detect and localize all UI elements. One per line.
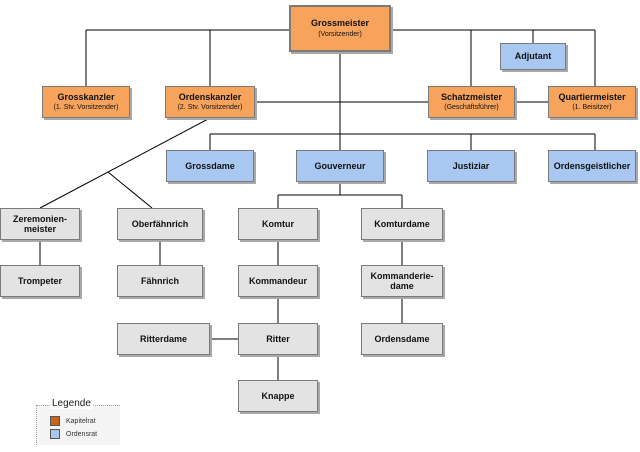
legend-swatch-blue — [50, 429, 60, 439]
node-title: Kommanderie- dame — [370, 270, 434, 291]
node-faehnrich: Fähnrich — [117, 265, 203, 297]
node-gouverneur: Gouverneur — [296, 150, 384, 182]
connector-diagonal — [39, 117, 211, 209]
node-title: Ordensdame — [374, 333, 430, 344]
node-title: Schatzmeister — [440, 91, 503, 102]
node-adjutant: Adjutant — [500, 43, 566, 70]
node-title: Adjutant — [514, 51, 552, 62]
node-title: Gouverneur — [314, 160, 366, 171]
legend-title: Legende — [50, 398, 93, 409]
node-title: Grossmeister — [310, 18, 370, 29]
node-oberfaehnrich: Oberfähnrich — [117, 208, 203, 240]
node-kommanderiedame: Kommanderie- dame — [361, 265, 443, 297]
node-grosskanzler: Grosskanzler (1. Stv. Vorsitzender) — [42, 86, 130, 118]
node-komtur: Komtur — [238, 208, 318, 240]
node-ordensdame: Ordensdame — [361, 323, 443, 355]
node-knappe: Knappe — [238, 380, 318, 412]
node-title: Ritter — [266, 333, 290, 344]
connector-oberfaehnrich-branch — [107, 171, 153, 209]
node-title: Justiziar — [452, 160, 490, 171]
node-title: Oberfähnrich — [131, 218, 189, 229]
node-subtitle: (Vorsitzender) — [318, 30, 362, 38]
node-title: Komtur — [262, 218, 294, 229]
node-kommandeur: Kommandeur — [238, 265, 318, 297]
node-subtitle: (2. Stv. Vorsitzender) — [177, 104, 243, 112]
legend-swatch-orange — [50, 416, 60, 426]
node-ordensgeistlicher: Ordensgeistlicher — [548, 150, 636, 182]
node-title: Knappe — [261, 390, 295, 401]
node-title: Ordenskanzler — [178, 91, 242, 102]
legend-label: Kapitelrat — [66, 417, 96, 425]
node-grossdame: Grossdame — [166, 150, 254, 182]
node-ritterdame: Ritterdame — [117, 323, 210, 355]
node-title: Kommandeur — [248, 275, 307, 286]
node-subtitle: (1. Beisitzer) — [572, 104, 612, 112]
node-ritter: Ritter — [238, 323, 318, 355]
legend-item-kapitelrat: Kapitelrat — [50, 416, 96, 426]
node-title: Ritterdame — [139, 333, 187, 344]
legend-item-ordensrat: Ordensrat — [50, 429, 97, 439]
node-title: Ordensgeistlicher — [553, 160, 631, 171]
node-zeremonienmeister: Zeremonien- meister — [0, 208, 80, 240]
node-title: Komturdame — [374, 218, 430, 229]
node-schatzmeister: Schatzmeister (Geschäftsführer) — [428, 86, 515, 118]
node-ordenskanzler: Ordenskanzler (2. Stv. Vorsitzender) — [165, 86, 255, 118]
node-justiziar: Justiziar — [427, 150, 515, 182]
node-komturdame: Komturdame — [361, 208, 443, 240]
node-title: Zeremonien- meister — [12, 213, 67, 234]
node-subtitle: (Geschäftsführer) — [444, 104, 499, 112]
node-grossmeister: Grossmeister (Vorsitzender) — [289, 5, 391, 52]
node-subtitle: (1. Stv. Vorsitzender) — [53, 104, 119, 112]
node-title: Grossdame — [185, 160, 235, 171]
node-title: Fähnrich — [140, 275, 179, 286]
node-quartiermeister: Quartiermeister (1. Beisitzer) — [548, 86, 636, 118]
node-title: Trompeter — [17, 275, 62, 286]
node-trompeter: Trompeter — [0, 265, 80, 297]
node-title: Grosskanzler — [57, 91, 115, 102]
legend-label: Ordensrat — [66, 430, 98, 438]
node-title: Quartiermeister — [558, 91, 626, 102]
